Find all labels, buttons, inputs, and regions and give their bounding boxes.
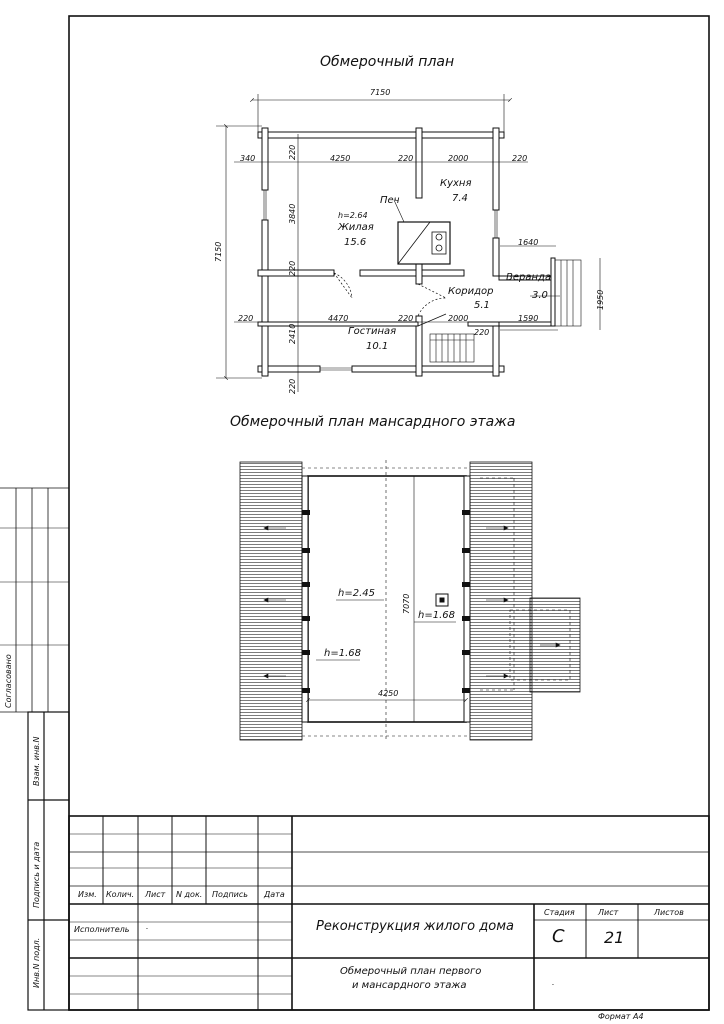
plan1-title: Обмерочный план <box>320 54 455 70</box>
plan2-rafters <box>302 510 470 693</box>
plan2-roof-right <box>469 461 581 741</box>
kitchen-label: Кухня <box>440 178 472 189</box>
plan2-roof-left <box>239 461 303 741</box>
dim-1590: 1590 <box>518 314 539 323</box>
dim-220-d: 220 <box>474 328 490 337</box>
living-label: Жилая <box>338 222 374 233</box>
living-area: 15.6 <box>344 237 367 248</box>
veranda-steps <box>530 259 582 327</box>
guest-area: 10.1 <box>366 341 389 352</box>
hdr-sheet: Лист <box>145 890 166 899</box>
dim-220-c: 220 <box>398 314 414 323</box>
dim-1950: 1950 <box>596 289 605 310</box>
col-stage: Стадия <box>544 908 575 917</box>
plan1-walls <box>257 127 556 377</box>
dim-220-bottom: 220 <box>288 378 297 394</box>
plan2-title: Обмерочный план мансардного этажа <box>230 414 516 430</box>
side-sign-date: Подпись и дата <box>32 841 41 908</box>
side-agreed: Согласовано <box>4 654 13 708</box>
dim-220-b: 220 <box>512 154 528 163</box>
project-name: Реконструкция жилого дома <box>316 919 514 934</box>
corridor-label: Коридор <box>448 286 494 297</box>
sheet-title-line1: Обмерочный план первого <box>340 966 482 977</box>
hdr-date: Дата <box>264 890 285 899</box>
executor-label: Исполнитель <box>74 925 130 934</box>
col-sheets: Листов <box>654 908 684 917</box>
sheet-number: 21 <box>604 928 625 947</box>
stage-value: С <box>552 926 565 947</box>
stamp-dot: . <box>552 978 555 987</box>
dim-7070: 7070 <box>402 593 411 614</box>
slope-arrows <box>263 525 561 679</box>
height-left: h=1.68 <box>324 648 361 659</box>
living-height: h=2.64 <box>338 211 368 220</box>
veranda-area: 3.0 <box>532 290 548 301</box>
dim-4250: 4250 <box>330 154 351 163</box>
hdr-docno: N док. <box>176 890 203 899</box>
dim-3840: 3840 <box>288 203 297 224</box>
plan2-dimension-lines <box>308 476 466 722</box>
dim-top-total: 7150 <box>370 88 391 97</box>
stairs <box>429 333 475 363</box>
format-label: Формат А4 <box>598 1012 644 1021</box>
dim-220-v1: 220 <box>288 144 297 160</box>
hdr-change: Изм. <box>78 890 97 899</box>
height-center: h=2.45 <box>338 588 375 599</box>
corridor-area: 5.1 <box>474 300 490 311</box>
side-inv-orig: Инв.N подл. <box>32 937 41 988</box>
dim-2410: 2410 <box>288 323 297 344</box>
dim-220-a: 220 <box>398 154 414 163</box>
guest-label: Гостиная <box>348 326 397 337</box>
plan1-doors <box>333 272 447 327</box>
col-sheet: Лист <box>598 908 619 917</box>
dim-340: 340 <box>240 154 256 163</box>
dim-4250-attic: 4250 <box>378 689 399 698</box>
sheet-frame <box>68 15 710 1011</box>
dim-220-l: 220 <box>238 314 254 323</box>
sheet-title-line2: и мансардного этажа <box>352 980 467 991</box>
plan1-dimension-lines <box>216 94 601 392</box>
chimney <box>435 593 449 607</box>
executor-mark: . <box>146 922 149 931</box>
dim-4470: 4470 <box>328 314 349 323</box>
title-block <box>68 815 710 1011</box>
hdr-signature: Подпись <box>212 890 248 899</box>
dim-left-total: 7150 <box>214 241 223 262</box>
hdr-qty: Колич. <box>106 890 135 899</box>
dim-2000-b: 2000 <box>448 314 469 323</box>
stove-label: Печ <box>380 195 400 206</box>
height-right: h=1.68 <box>418 610 455 621</box>
dim-1640: 1640 <box>518 238 539 247</box>
kitchen-area: 7.4 <box>452 193 468 204</box>
veranda-label: Веранда <box>506 272 552 283</box>
plan2-walls <box>301 460 571 740</box>
dim-220-v2: 220 <box>288 260 297 276</box>
side-replace-inv: Взам. инв.N <box>32 736 41 786</box>
stove <box>393 199 451 265</box>
dim-2000-a: 2000 <box>448 154 469 163</box>
